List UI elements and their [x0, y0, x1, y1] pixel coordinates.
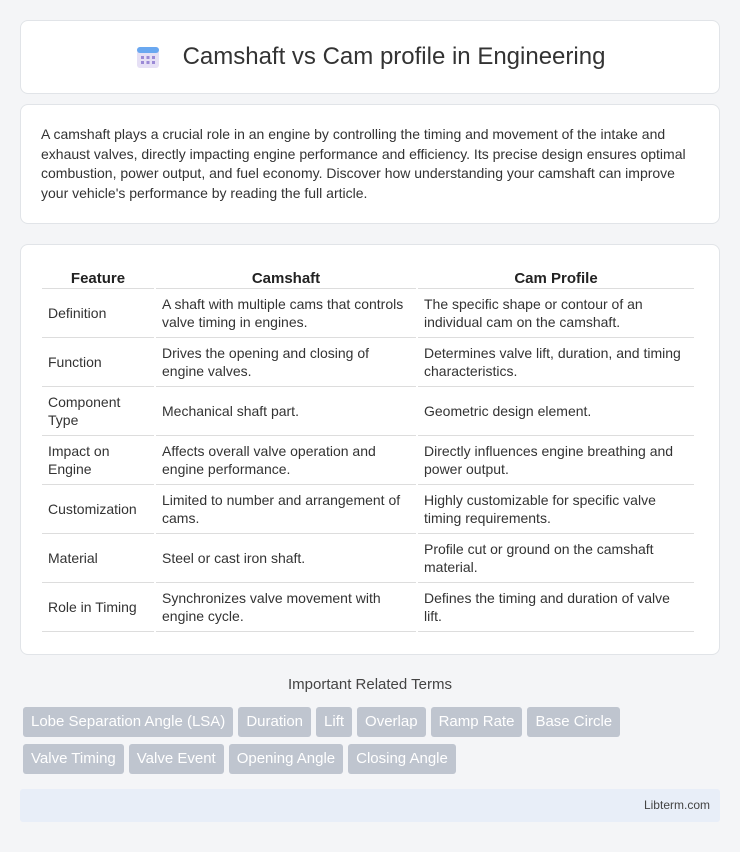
cam-profile-cell: Defines the timing and duration of valve… [418, 583, 694, 632]
camshaft-cell: Synchronizes valve movement with engine … [156, 583, 416, 632]
table-row: Function Drives the opening and closing … [42, 338, 694, 387]
cam-profile-cell: Highly customizable for specific valve t… [418, 485, 694, 534]
table-row: Impact on Engine Affects overall valve o… [42, 436, 694, 485]
column-header-cam-profile: Cam Profile [418, 265, 694, 289]
feature-cell: Impact on Engine [42, 436, 154, 485]
related-term-tag[interactable]: Closing Angle [348, 744, 456, 774]
camshaft-cell: Mechanical shaft part. [156, 387, 416, 436]
related-term-tag[interactable]: Overlap [357, 707, 426, 737]
feature-cell: Role in Timing [42, 583, 154, 632]
page-title: Camshaft vs Cam profile in Engineering [182, 43, 606, 70]
cam-profile-cell: Directly influences engine breathing and… [418, 436, 694, 485]
feature-cell: Customization [42, 485, 154, 534]
feature-cell: Component Type [42, 387, 154, 436]
column-header-camshaft: Camshaft [156, 265, 416, 289]
footer: Libterm.com [20, 789, 720, 822]
intro-card: A camshaft plays a crucial role in an en… [20, 104, 720, 224]
intro-text: A camshaft plays a crucial role in an en… [41, 126, 686, 201]
related-term-tag[interactable]: Duration [238, 707, 312, 737]
footer-site-link[interactable]: Libterm.com [643, 798, 710, 812]
calendar-icon [135, 44, 161, 70]
table-row: Component Type Mechanical shaft part. Ge… [42, 387, 694, 436]
feature-cell: Function [42, 338, 154, 387]
related-term-tag[interactable]: Valve Timing [23, 744, 124, 774]
comparison-card: Feature Camshaft Cam Profile Definition … [20, 244, 720, 655]
table-header-row: Feature Camshaft Cam Profile [42, 265, 694, 289]
cam-profile-cell: Determines valve lift, duration, and tim… [418, 338, 694, 387]
related-term-tag[interactable]: Base Circle [527, 707, 621, 737]
table-row: Role in Timing Synchronizes valve moveme… [42, 583, 694, 632]
feature-cell: Definition [42, 289, 154, 338]
cam-profile-cell: The specific shape or contour of an indi… [418, 289, 694, 338]
related-term-tag[interactable]: Lift [316, 707, 353, 737]
related-term-tag[interactable]: Valve Event [128, 744, 224, 774]
camshaft-cell: Limited to number and arrangement of cam… [156, 485, 416, 534]
table-row: Material Steel or cast iron shaft. Profi… [42, 534, 694, 583]
camshaft-cell: A shaft with multiple cams that controls… [156, 289, 416, 338]
camshaft-cell: Affects overall valve operation and engi… [156, 436, 416, 485]
related-term-tag[interactable]: Opening Angle [228, 744, 344, 774]
camshaft-cell: Steel or cast iron shaft. [156, 534, 416, 583]
cam-profile-cell: Geometric design element. [418, 387, 694, 436]
cam-profile-cell: Profile cut or ground on the camshaft ma… [418, 534, 694, 583]
related-term-tag[interactable]: Ramp Rate [430, 707, 523, 737]
camshaft-cell: Drives the opening and closing of engine… [156, 338, 416, 387]
column-header-feature: Feature [42, 265, 154, 289]
comparison-table: Feature Camshaft Cam Profile Definition … [40, 265, 696, 632]
related-terms-title: Important Related Terms [288, 676, 452, 693]
table-row: Customization Limited to number and arra… [42, 485, 694, 534]
header-card: Camshaft vs Cam profile in Engineering [20, 20, 720, 94]
table-row: Definition A shaft with multiple cams th… [42, 289, 694, 338]
related-term-tag[interactable]: Lobe Separation Angle (LSA) [23, 707, 234, 737]
feature-cell: Material [42, 534, 154, 583]
